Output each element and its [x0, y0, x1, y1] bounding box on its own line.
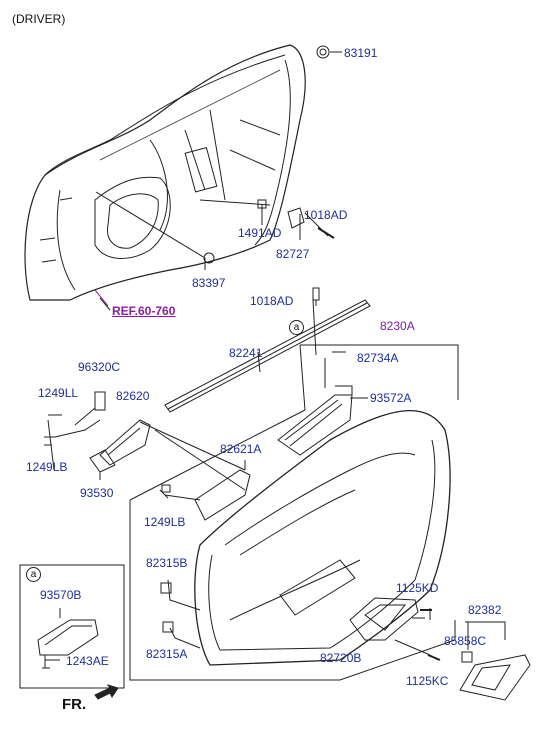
door-trim-panel	[194, 409, 451, 666]
switch-93530	[89, 449, 116, 473]
part-label-93572a: 93572A	[370, 391, 412, 405]
part-label-1018ad-mid: 1018AD	[250, 294, 294, 308]
armrest-switch-cavity	[279, 559, 356, 616]
page-title: (DRIVER)	[12, 12, 66, 26]
callout-marker-a: a	[289, 320, 304, 335]
part-label-82620: 82620	[116, 389, 150, 403]
part-label-8230a: 8230A	[380, 319, 415, 333]
reference-link[interactable]: REF.60-760	[112, 304, 176, 318]
bracket-82621A	[194, 469, 251, 521]
door-frame-outline	[24, 44, 306, 301]
fr-arrow	[94, 684, 119, 700]
part-label-1125kc: 1125KC	[406, 674, 449, 688]
inside-handle-82620	[99, 419, 151, 466]
part-label-83397: 83397	[192, 276, 226, 290]
garnish-82382	[459, 654, 531, 701]
inset-box	[19, 564, 125, 689]
door-regulator-cutout	[94, 176, 171, 259]
part-label-82727: 82727	[276, 247, 310, 261]
weatherstrip-82241	[164, 299, 371, 413]
part-label-1249lb-left: 1249LB	[26, 460, 68, 474]
part-label-1125kd: 1125KD	[396, 581, 439, 595]
inset-marker-a: a	[26, 567, 41, 582]
inset-switch	[37, 619, 99, 656]
part-label-1249lb-mid: 1249LB	[144, 515, 186, 529]
part-label-1249ll: 1249LL	[38, 386, 79, 400]
inset-part-93570b: 93570B	[40, 588, 82, 602]
part-label-82315a: 82315A	[146, 647, 188, 661]
part-label-82315b: 82315B	[146, 556, 188, 570]
part-label-85858c: 85858C	[444, 634, 487, 648]
part-label-93530: 93530	[80, 486, 114, 500]
part-label-96320c: 96320C	[78, 360, 121, 374]
pull-handle-82720B	[349, 597, 419, 641]
part-label-1018ad-top: 1018AD	[304, 208, 348, 222]
part-label-82241: 82241	[229, 346, 263, 360]
part-label-82382: 82382	[468, 603, 502, 617]
part-label-83191: 83191	[344, 46, 378, 60]
front-direction-label: FR.	[62, 696, 87, 713]
switch-panel-93572A	[277, 394, 353, 456]
part-label-82621a: 82621A	[220, 442, 262, 456]
assembly-box	[129, 344, 459, 681]
part-label-82720b: 82720B	[320, 651, 362, 665]
inset-part-1243ae: 1243AE	[66, 654, 109, 668]
part-label-1491ad: 1491AD	[238, 226, 282, 240]
part-label-82734a: 82734A	[357, 351, 399, 365]
